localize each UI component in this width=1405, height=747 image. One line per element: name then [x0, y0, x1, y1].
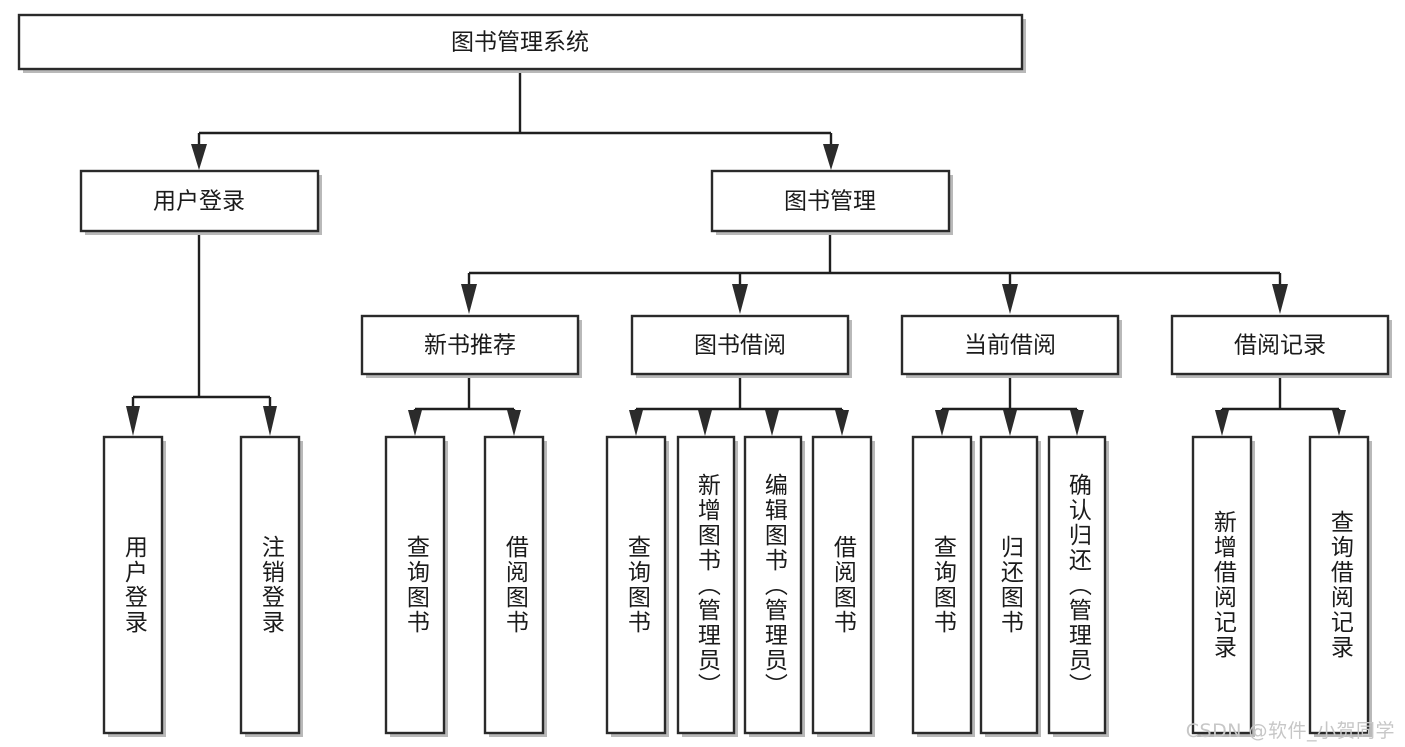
node-leaf-query-book-1[interactable]: [384, 435, 448, 737]
node-leaf-confirm-return[interactable]: [1047, 435, 1109, 737]
node-leaf-query-record[interactable]: [1308, 435, 1372, 737]
node-leaf-user-logout-box[interactable]: [239, 435, 301, 735]
connector-group-root: [191, 70, 839, 170]
connector-group-borrow-record: [1215, 375, 1346, 436]
node-new-book-recommend-box[interactable]: [360, 314, 580, 376]
node-current-borrow-label: 当前借阅: [964, 333, 1056, 359]
node-root-label: 图书管理系统: [451, 30, 589, 56]
node-borrow-record[interactable]: 借阅记录: [1170, 314, 1392, 378]
arrow-head-leaf-user-logout: [263, 406, 277, 436]
node-leaf-query-book-3-box[interactable]: [911, 435, 973, 735]
node-book-borrow-box[interactable]: [630, 314, 850, 376]
node-leaf-query-book-2[interactable]: [605, 435, 669, 737]
node-new-book-recommend[interactable]: 新书推荐: [360, 314, 582, 378]
node-leaf-add-record-box[interactable]: [1191, 435, 1253, 735]
connector-group-book-borrow: [629, 375, 849, 436]
arrow-head-book-borrow: [732, 284, 748, 314]
arrow-head-leaf-query-book-1: [408, 410, 422, 436]
node-leaf-borrow-book-2[interactable]: [811, 435, 875, 737]
node-book-borrow-label: 图书借阅: [694, 333, 786, 359]
arrow-head-leaf-user-login: [126, 406, 140, 436]
arrow-head-borrow-record: [1272, 284, 1288, 314]
node-borrow-record-box[interactable]: [1170, 314, 1390, 376]
arrow-head-leaf-borrow-book-2: [835, 410, 849, 436]
csdn-watermark: CSDN @软件_小贺同学: [1185, 720, 1395, 742]
node-leaf-query-book-1-box[interactable]: [384, 435, 446, 735]
node-book-management[interactable]: 图书管理: [710, 169, 953, 235]
node-leaf-add-book-box[interactable]: [676, 435, 736, 735]
arrow-head-user-login: [191, 144, 207, 170]
node-user-login-box[interactable]: [79, 169, 320, 233]
node-leaf-user-logout[interactable]: [239, 435, 303, 737]
node-leaf-borrow-book-2-box[interactable]: [811, 435, 873, 735]
node-leaf-add-record[interactable]: [1191, 435, 1255, 737]
arrow-head-leaf-add-record: [1215, 410, 1229, 436]
node-leaf-return-book[interactable]: [979, 435, 1041, 737]
node-leaf-add-book[interactable]: [676, 435, 738, 737]
node-leaf-borrow-book-1-box[interactable]: [483, 435, 545, 735]
node-root[interactable]: 图书管理系统: [17, 13, 1026, 73]
node-leaf-query-book-2-box[interactable]: [605, 435, 667, 735]
node-leaf-query-book-3[interactable]: [911, 435, 975, 737]
node-leaf-user-login[interactable]: [102, 435, 166, 737]
node-current-borrow[interactable]: 当前借阅: [900, 314, 1122, 378]
arrow-head-leaf-query-book-3: [935, 410, 949, 436]
arrow-head-book-management: [823, 144, 839, 170]
node-leaf-confirm-return-box[interactable]: [1047, 435, 1107, 735]
arrow-head-leaf-return-book: [1003, 410, 1017, 436]
node-leaf-user-login-box[interactable]: [102, 435, 164, 735]
node-root-box[interactable]: [17, 13, 1024, 71]
node-leaf-edit-book-box[interactable]: [743, 435, 803, 735]
arrow-head-leaf-confirm-return: [1070, 410, 1084, 436]
node-leaf-edit-book[interactable]: [743, 435, 805, 737]
arrow-head-leaf-add-book: [698, 410, 712, 436]
connector-group-current-borrow: [935, 375, 1084, 436]
node-book-management-box[interactable]: [710, 169, 951, 233]
node-user-login[interactable]: 用户登录: [79, 169, 322, 235]
arrow-head-leaf-query-record: [1332, 410, 1346, 436]
node-leaf-return-book-box[interactable]: [979, 435, 1039, 735]
node-current-borrow-box[interactable]: [900, 314, 1120, 376]
connector-group-book-management: [461, 233, 1288, 314]
node-book-borrow[interactable]: 图书借阅: [630, 314, 852, 378]
node-leaf-query-record-box[interactable]: [1308, 435, 1370, 735]
node-leaf-borrow-book-1[interactable]: [483, 435, 547, 737]
node-user-login-label: 用户登录: [153, 189, 245, 215]
arrow-head-current-borrow: [1002, 284, 1018, 314]
arrow-head-leaf-borrow-book-1: [507, 410, 521, 436]
connector-group-user-login: [126, 233, 277, 436]
arrow-head-leaf-edit-book: [765, 410, 779, 436]
node-new-book-recommend-label: 新书推荐: [424, 333, 516, 359]
arrow-head-new-book-recommend: [461, 284, 477, 314]
node-borrow-record-label: 借阅记录: [1234, 333, 1326, 359]
node-book-management-label: 图书管理: [784, 189, 876, 215]
connector-group-new-book-recommend: [408, 375, 521, 436]
arrow-head-leaf-query-book-2: [629, 410, 643, 436]
